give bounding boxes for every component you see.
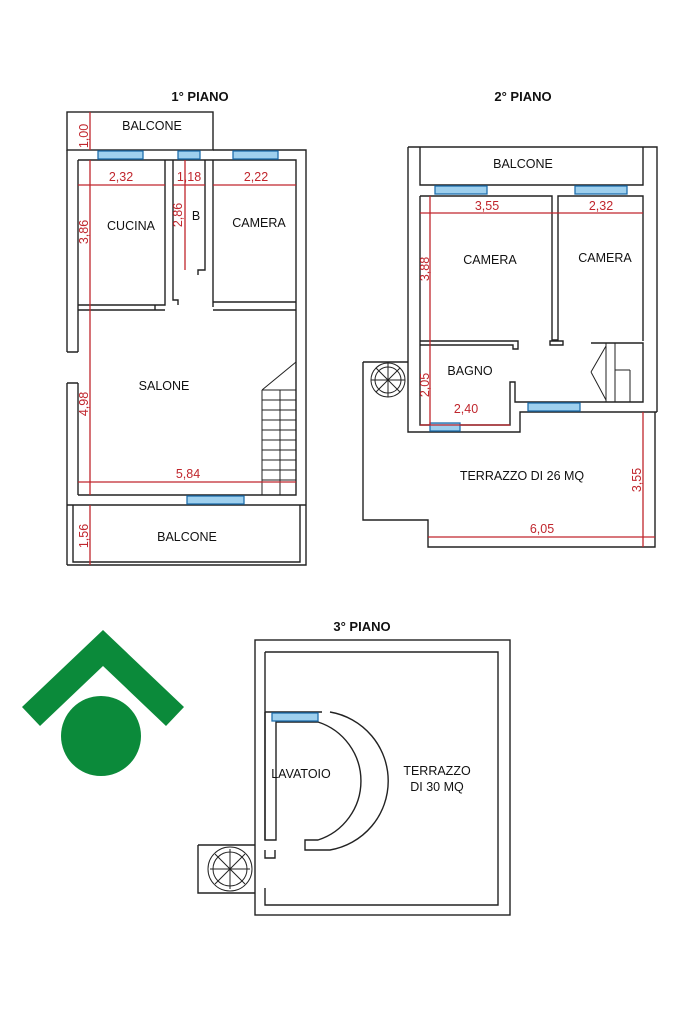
dim-balcone-top: 1,00 xyxy=(77,124,91,148)
room-label-salone: SALONE xyxy=(139,379,190,393)
dim-bagno-width: 1,18 xyxy=(177,170,201,184)
stair-landing xyxy=(197,844,255,894)
dim-salone-width: 5,84 xyxy=(176,467,200,481)
walls-outer xyxy=(67,149,307,506)
dim-bagno-width: 2,40 xyxy=(454,402,478,416)
wall-left xyxy=(66,150,79,565)
walls-interior xyxy=(419,195,644,426)
window xyxy=(429,422,461,432)
dim-cucina-height: 3,86 xyxy=(77,220,91,244)
dim-camera1-height: 3,88 xyxy=(418,257,432,281)
dimension-lines xyxy=(420,196,655,547)
room-label-balcone: BALCONE xyxy=(122,119,182,133)
room-label-terrazzo: TERRAZZO DI 26 MQ xyxy=(460,469,585,483)
dimension-lines xyxy=(78,112,296,565)
dim-terrazzo-width: 6,05 xyxy=(530,522,554,536)
room-label-bagno: B xyxy=(192,209,200,223)
window xyxy=(271,712,319,722)
dim-camera2-width: 2,32 xyxy=(589,199,613,213)
window xyxy=(97,150,144,160)
walls-outer xyxy=(407,146,658,433)
agency-logo xyxy=(22,630,184,776)
dim-terrazzo-height: 3,55 xyxy=(630,468,644,492)
balcony-bottom xyxy=(67,505,307,566)
spiral-staircase-icon xyxy=(370,362,406,398)
spiral-staircase-icon xyxy=(207,846,253,892)
window xyxy=(232,150,279,160)
dim-balcone-bottom: 1,56 xyxy=(77,524,91,548)
window xyxy=(574,185,628,195)
window xyxy=(527,402,581,412)
window xyxy=(186,495,245,505)
floor-2-title: 2° PIANO xyxy=(494,89,551,104)
dim-bagno-height: 2,05 xyxy=(418,373,432,397)
room-label-balcone: BALCONE xyxy=(493,157,553,171)
staircase xyxy=(590,343,631,402)
window xyxy=(177,150,201,160)
room-label-cucina: CUCINA xyxy=(107,219,156,233)
dim-salone-height: 4,98 xyxy=(77,392,91,416)
balcony-top xyxy=(66,111,214,151)
lavatoio-walls xyxy=(264,711,389,851)
room-label-camera2: CAMERA xyxy=(578,251,632,265)
room-label-camera: CAMERA xyxy=(232,216,286,230)
room-label-lavatoio: LAVATOIO xyxy=(271,767,331,781)
terrace-outline xyxy=(362,361,656,548)
floor-2-plan: 2° PIANO 3,55 2,32 3,88 2,05 2,40 3,55 6… xyxy=(362,89,658,548)
dim-cucina-width: 2,32 xyxy=(109,170,133,184)
floor-1-plan: 1° PIANO 1,00 2,32 1,18 2,22 3,86 2,86 4… xyxy=(66,89,307,566)
room-label-bagno: BAGNO xyxy=(447,364,492,378)
floor-3-plan: 3° PIANO LAVATOIO TERRAZZO DI 30 MQ xyxy=(197,619,511,916)
dim-bagno-height: 2,86 xyxy=(171,203,185,227)
dim-camera-width: 2,22 xyxy=(244,170,268,184)
room-label-camera1: CAMERA xyxy=(463,253,517,267)
room-label-balcone-bottom: BALCONE xyxy=(157,530,217,544)
walls-interior xyxy=(78,160,296,311)
window xyxy=(434,185,488,195)
staircase xyxy=(261,361,297,495)
floor-3-title: 3° PIANO xyxy=(333,619,390,634)
dim-camera1-width: 3,55 xyxy=(475,199,499,213)
room-label-terrazzo: TERRAZZO xyxy=(403,764,471,778)
room-label-terrazzo-area: DI 30 MQ xyxy=(410,780,464,794)
floor-1-title: 1° PIANO xyxy=(171,89,228,104)
walls-outer xyxy=(254,639,511,916)
